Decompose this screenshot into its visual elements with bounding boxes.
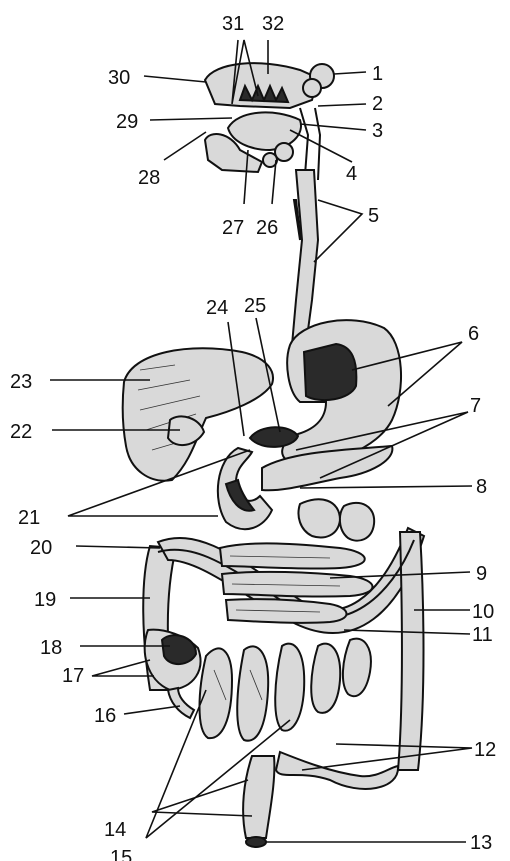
label-15: 15 <box>110 847 132 861</box>
leader-3 <box>300 124 366 130</box>
stomach-cut-window <box>304 344 356 400</box>
esophagus <box>292 170 318 345</box>
label-28: 28 <box>138 167 160 189</box>
liver <box>123 348 273 480</box>
label-11: 11 <box>472 624 493 646</box>
leader-16 <box>124 706 180 714</box>
leader-20 <box>76 546 160 548</box>
small-intestine-upper-loops <box>299 499 375 540</box>
label-24: 24 <box>206 297 228 319</box>
label-10: 10 <box>472 601 494 623</box>
label-17: 17 <box>62 665 84 687</box>
label-30: 30 <box>108 67 130 89</box>
label-1: 1 <box>372 63 383 85</box>
stomach <box>282 320 401 463</box>
label-23: 23 <box>10 371 32 393</box>
leader-2 <box>318 104 366 106</box>
label-16: 16 <box>94 705 116 727</box>
label-21: 21 <box>18 507 40 529</box>
label-2: 2 <box>372 93 383 115</box>
descending-colon <box>398 532 424 770</box>
label-22: 22 <box>10 421 32 443</box>
appendix <box>168 688 194 718</box>
label-29: 29 <box>116 111 138 133</box>
label-7: 7 <box>470 395 481 417</box>
leader-5 <box>314 200 362 262</box>
anus <box>246 837 266 847</box>
label-18: 18 <box>40 637 62 659</box>
leader-4 <box>290 130 352 162</box>
label-12: 12 <box>474 739 496 761</box>
label-20: 20 <box>30 537 52 559</box>
leader-29 <box>150 118 232 120</box>
ileocecal-valve <box>162 635 196 664</box>
pylorus <box>250 427 298 447</box>
label-8: 8 <box>476 476 487 498</box>
leader-28 <box>164 132 206 160</box>
label-13: 13 <box>470 832 492 854</box>
sigmoid-colon <box>276 752 398 789</box>
label-25: 25 <box>244 295 266 317</box>
head-section <box>205 63 334 180</box>
label-26: 26 <box>256 217 278 239</box>
label-14: 14 <box>104 819 126 841</box>
parotid-gland-lobe <box>303 79 321 97</box>
rectum <box>243 756 274 838</box>
label-19: 19 <box>34 589 56 611</box>
label-5: 5 <box>368 205 379 227</box>
leader-17 <box>92 660 154 676</box>
leader-12 <box>302 744 472 770</box>
label-27: 27 <box>222 217 244 239</box>
ileum-loops <box>200 639 371 741</box>
label-31: 31 <box>222 13 244 35</box>
label-3: 3 <box>372 120 383 142</box>
leader-30 <box>144 76 206 82</box>
leader-1 <box>334 72 366 74</box>
leader-8 <box>300 486 472 488</box>
label-6: 6 <box>468 323 479 345</box>
label-32: 32 <box>262 13 284 35</box>
label-4: 4 <box>346 163 357 185</box>
label-9: 9 <box>476 563 487 585</box>
